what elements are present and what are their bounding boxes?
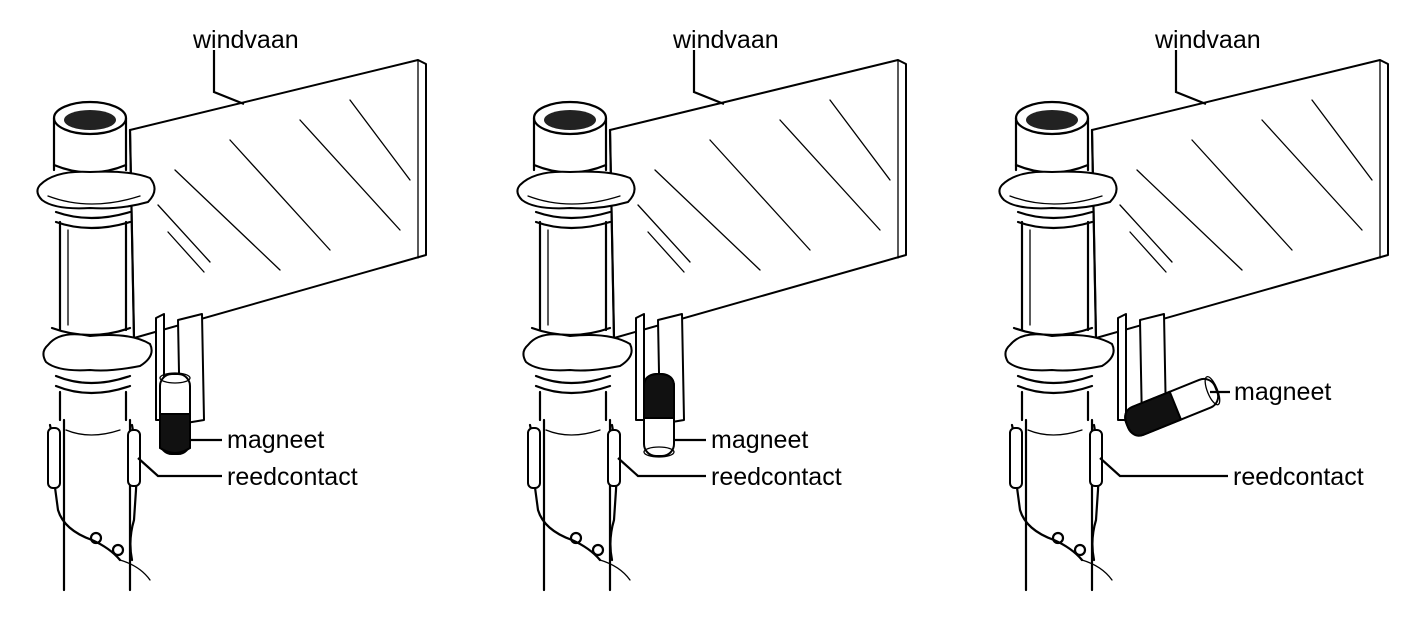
vane-drawing xyxy=(608,58,908,426)
pipe-drawing xyxy=(516,100,636,592)
panel-3: windvaan magneet reedcontact xyxy=(998,26,1390,592)
magnet-label: magneet xyxy=(711,426,808,454)
windvaan-label: windvaan xyxy=(1154,26,1261,54)
magnet-cylinder xyxy=(1124,376,1221,437)
pipe-drawing xyxy=(998,100,1118,592)
reedcontact-label: reedcontact xyxy=(1233,463,1364,491)
vane-drawing xyxy=(1090,58,1390,426)
reedcontact-label: reedcontact xyxy=(227,463,358,491)
pipe-drawing xyxy=(36,100,156,592)
magnet-label: magneet xyxy=(227,426,324,454)
magnet-label: magneet xyxy=(1234,378,1331,406)
windvaan-leader xyxy=(212,50,245,106)
windvaan-label: windvaan xyxy=(192,26,299,54)
reedcontact-label: reedcontact xyxy=(711,463,842,491)
panel-2: windvaan magneet reedcontact xyxy=(516,26,908,592)
reed-leader xyxy=(137,457,222,478)
panel-1: windvaan magneet reedcontact xyxy=(36,26,428,592)
windvaan-label: windvaan xyxy=(672,26,779,54)
vane-drawing xyxy=(128,58,428,426)
